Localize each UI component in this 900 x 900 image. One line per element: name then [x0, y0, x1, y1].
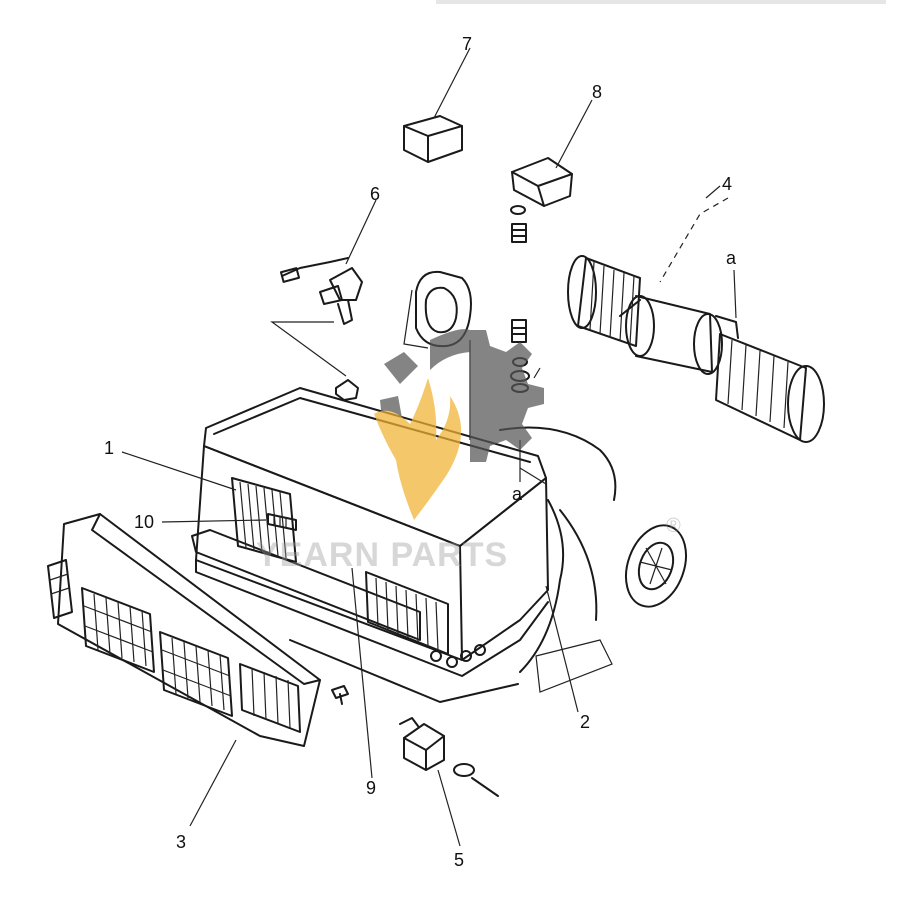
part-6-leader	[270, 321, 347, 377]
panel-screw	[331, 685, 349, 705]
nut	[335, 379, 359, 401]
section-mark-a-lower: a	[512, 484, 523, 504]
watermark-logo: YEARN PARTS ®	[256, 329, 681, 574]
part-6-sensor	[279, 257, 363, 325]
gear-icon	[380, 329, 544, 462]
callout-10: 10	[134, 512, 154, 532]
part-7-relay	[403, 115, 463, 163]
fan-scroll	[499, 426, 617, 693]
round-vent	[625, 524, 687, 608]
part-4-blower-motor	[567, 255, 825, 443]
part-3-front-panel	[47, 513, 321, 747]
part-8-bracket	[510, 157, 573, 243]
callout-1: 1	[104, 438, 114, 458]
watermark-text: YEARN PARTS	[256, 536, 508, 574]
alignment-dashed-line	[659, 197, 729, 283]
callout-7: 7	[462, 34, 472, 54]
part-10-thermostat	[267, 513, 297, 531]
flame-icon	[374, 378, 462, 520]
top-edge-strip	[436, 0, 886, 4]
callout-3: 3	[176, 832, 186, 852]
part-5-connector	[399, 717, 499, 797]
callout-9: 9	[366, 778, 376, 798]
callout-2: 2	[580, 712, 590, 732]
callout-6: 6	[370, 184, 380, 204]
callout-8: 8	[592, 82, 602, 102]
section-mark-a-upper: a	[726, 248, 737, 268]
watermark-registered: ®	[666, 515, 681, 537]
callout-5: 5	[454, 850, 464, 870]
alignment-line-a	[733, 269, 737, 319]
part-2-heater-housing	[191, 387, 549, 703]
callout-4: 4	[722, 174, 732, 194]
